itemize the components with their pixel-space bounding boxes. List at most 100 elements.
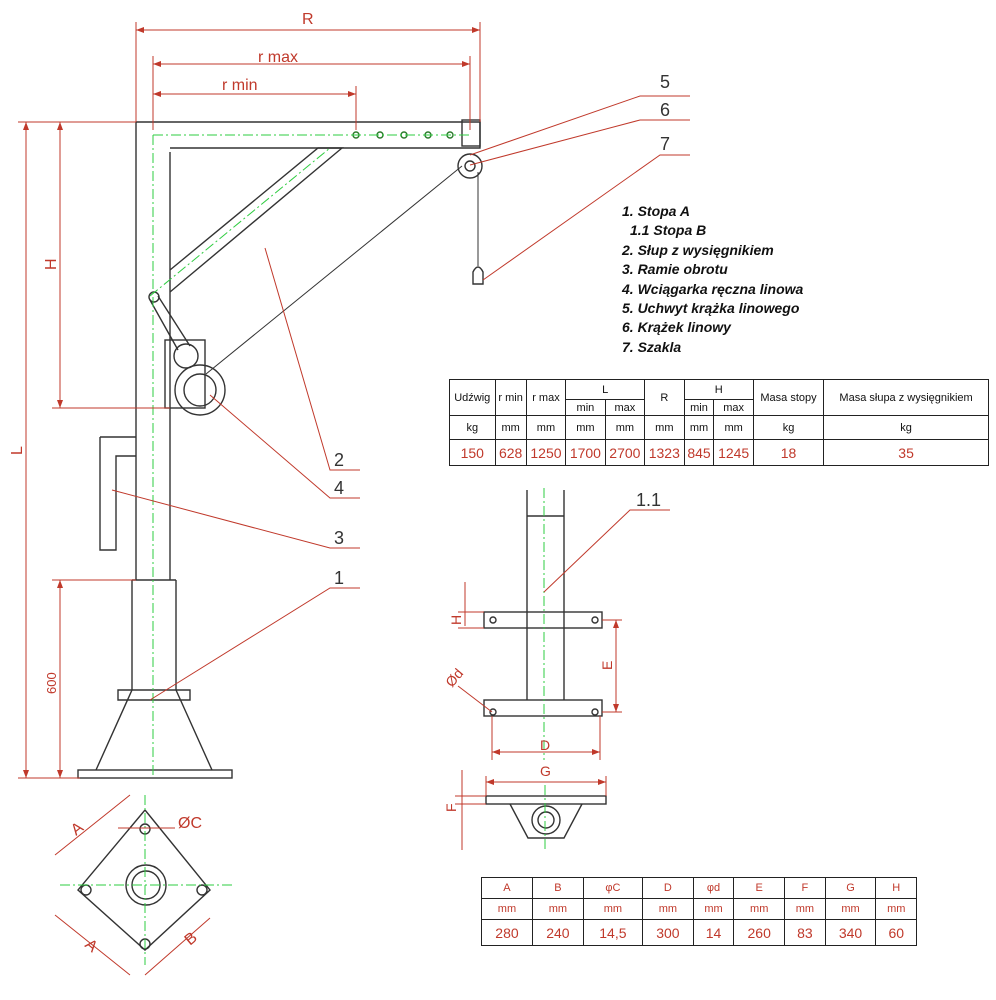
- callout-7: 7: [660, 134, 670, 154]
- th-L: L: [565, 379, 646, 400]
- th-E: E: [733, 877, 786, 899]
- foot-b-lower-plate: [483, 699, 603, 717]
- dim-d: Ød: [442, 665, 466, 690]
- unit-cell: mm: [875, 898, 917, 920]
- th-rmin: r min: [494, 379, 527, 416]
- base-tube: [131, 579, 177, 690]
- legend-item: 6. Krążek linowy: [622, 319, 731, 336]
- callout-5: 5: [660, 72, 670, 92]
- legend-item: 5. Uchwyt krążka linowego: [622, 300, 800, 317]
- value-cell: 1700: [565, 439, 606, 466]
- callout-1: 1: [334, 568, 344, 588]
- value-cell: 260: [733, 919, 786, 946]
- dim-G: G: [540, 763, 551, 779]
- value-cell: 2700: [604, 439, 646, 466]
- unit-cell: mm: [582, 898, 643, 920]
- foot-b-bottom-plate: [485, 795, 607, 805]
- dim-F: F: [443, 803, 459, 812]
- legend-item: 2. Słup z wysięgnikiem: [622, 241, 774, 258]
- th-udzwig: Udźwig: [449, 379, 496, 416]
- unit-cell: mm: [481, 898, 533, 920]
- value-cell: 628: [494, 439, 527, 466]
- unit-cell: mm: [692, 898, 735, 920]
- foot-b-column: [526, 490, 565, 700]
- value-cell: 1245: [713, 439, 754, 466]
- value-cell: 280: [481, 919, 533, 946]
- brace-outline: [169, 147, 344, 293]
- value-cell: 83: [784, 919, 826, 946]
- foot-b-bottom-hole: [531, 805, 561, 835]
- unit-cell: kg: [752, 415, 825, 440]
- dim-L: L: [9, 446, 26, 455]
- unit-cell: mm: [494, 415, 527, 440]
- dim-E: E: [599, 661, 615, 670]
- value-cell: 1323: [644, 439, 685, 466]
- unit-cell: mm: [824, 898, 877, 920]
- th-masa-slupa: Masa słupa z wysięgnikiem: [823, 379, 989, 416]
- value-cell: 1250: [525, 439, 567, 466]
- unit-cell: mm: [784, 898, 826, 920]
- value-cell: 14,5: [582, 919, 643, 946]
- base-foot: [95, 689, 213, 771]
- foot-plan: [77, 808, 211, 951]
- th-min: min: [683, 399, 715, 416]
- legend-item: 1. Stopa A: [622, 203, 690, 219]
- unit-cell: mm: [713, 415, 754, 440]
- value-cell: 60: [875, 919, 917, 946]
- dim-H: H: [43, 258, 60, 270]
- th-G: G: [824, 877, 877, 899]
- callout-3: 3: [334, 528, 344, 548]
- column-outline: [135, 122, 171, 580]
- unit-cell: kg: [823, 415, 989, 440]
- th-rmax: r max: [525, 379, 567, 416]
- value-cell: 340: [824, 919, 877, 946]
- legend-item: 3. Ramie obrotu: [622, 261, 728, 278]
- callout-1-1: 1.1: [636, 490, 661, 510]
- winch-plate: [164, 339, 206, 409]
- dim-Hfoot: H: [448, 615, 464, 625]
- value-cell: 14: [692, 919, 735, 946]
- unit-cell: kg: [449, 415, 496, 440]
- winch-drum: [174, 364, 226, 416]
- value-cell: 300: [641, 919, 694, 946]
- callout-2: 2: [334, 450, 344, 470]
- callout-4: 4: [334, 478, 344, 498]
- th-H: H: [683, 379, 754, 400]
- unit-cell: mm: [531, 898, 584, 920]
- value-cell: 240: [531, 919, 584, 946]
- th-C: φC: [582, 877, 643, 899]
- winch-crank: [149, 295, 191, 351]
- dim-D: D: [540, 737, 550, 753]
- shackle: [472, 266, 484, 285]
- value-cell: 18: [752, 439, 825, 466]
- th-D: D: [641, 877, 694, 899]
- rope-line: [205, 165, 463, 375]
- legend-item: 7. Szakla: [622, 338, 682, 355]
- unit-cell: mm: [733, 898, 786, 920]
- dim-C: ØC: [178, 815, 202, 832]
- th-R: R: [644, 379, 685, 416]
- unit-cell: mm: [644, 415, 685, 440]
- dim-B: B: [182, 929, 201, 949]
- th-d: φd: [692, 877, 735, 899]
- th-B: B: [531, 877, 584, 899]
- rotation-arm: [99, 436, 136, 551]
- dim-rmin: r min: [222, 77, 258, 94]
- th-min: min: [565, 399, 606, 416]
- unit-cell: mm: [525, 415, 567, 440]
- unit-cell: mm: [565, 415, 606, 440]
- th-max: max: [713, 399, 754, 416]
- callout-6: 6: [660, 100, 670, 120]
- value-cell: 35: [823, 439, 989, 466]
- th-F: F: [784, 877, 826, 899]
- dim-rmax: r max: [258, 49, 298, 66]
- base-plate: [77, 769, 233, 779]
- unit-cell: mm: [683, 415, 715, 440]
- th-max: max: [604, 399, 646, 416]
- foot-center-hole: [125, 864, 167, 906]
- foot-b-upper-plate: [483, 611, 603, 629]
- legend-item: 4. Wciągarka ręczna linowa: [622, 280, 804, 297]
- value-cell: 845: [683, 439, 715, 466]
- crane-spec-table: Udźwig r min r max L R H Masa stopy Masa…: [449, 379, 989, 466]
- th-H: H: [875, 877, 917, 899]
